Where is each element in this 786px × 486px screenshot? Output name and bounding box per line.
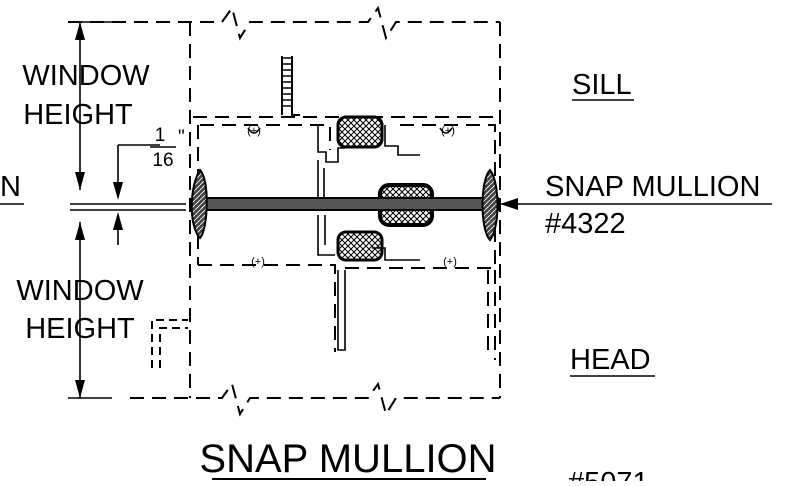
svg-text:(+): (+) (443, 256, 457, 268)
gasket-bottom (336, 230, 384, 262)
dimension-window-height-bottom (68, 222, 112, 399)
gasket-top (336, 115, 384, 149)
fraction-unit: " (178, 127, 185, 148)
svg-text:(+): (+) (247, 125, 261, 137)
svg-text:(+): (+) (441, 125, 455, 137)
sill-label: SILL (572, 69, 632, 101)
window-height-bottom-line2: HEIGHT (25, 313, 135, 345)
snap-mullion-callout: SNAP MULLION (545, 171, 760, 203)
bottom-right-partial-label: #5071 (568, 467, 649, 481)
snap-mullion-leader (500, 198, 772, 210)
part-number: #4322 (545, 208, 626, 240)
dimension-gap (113, 144, 176, 245)
weep-symbol: (+) (443, 256, 457, 268)
window-height-top-line1: WINDOW (22, 60, 150, 92)
fraction-denominator: 16 (152, 150, 173, 171)
left-cut-text: N (0, 171, 21, 203)
mullion-bar (70, 168, 499, 242)
dimension-window-height-top (68, 21, 112, 190)
weep-symbol: (+) (247, 125, 261, 137)
weep-symbol: (+) (251, 256, 265, 268)
head-label: HEAD (570, 344, 651, 376)
window-height-top-line2: HEIGHT (23, 99, 133, 131)
glazing-fin (281, 56, 300, 116)
weep-symbols: (+) (+) (+) (+) (247, 125, 457, 268)
weep-symbol: (+) (439, 125, 455, 137)
clip-profile (151, 319, 188, 368)
outer-frame (68, 5, 501, 417)
svg-text:(+): (+) (251, 256, 265, 268)
window-height-bottom-line1: WINDOW (16, 275, 144, 307)
drawing-title: SNAP MULLION (199, 437, 496, 481)
fraction-numerator: 1 (155, 125, 166, 146)
